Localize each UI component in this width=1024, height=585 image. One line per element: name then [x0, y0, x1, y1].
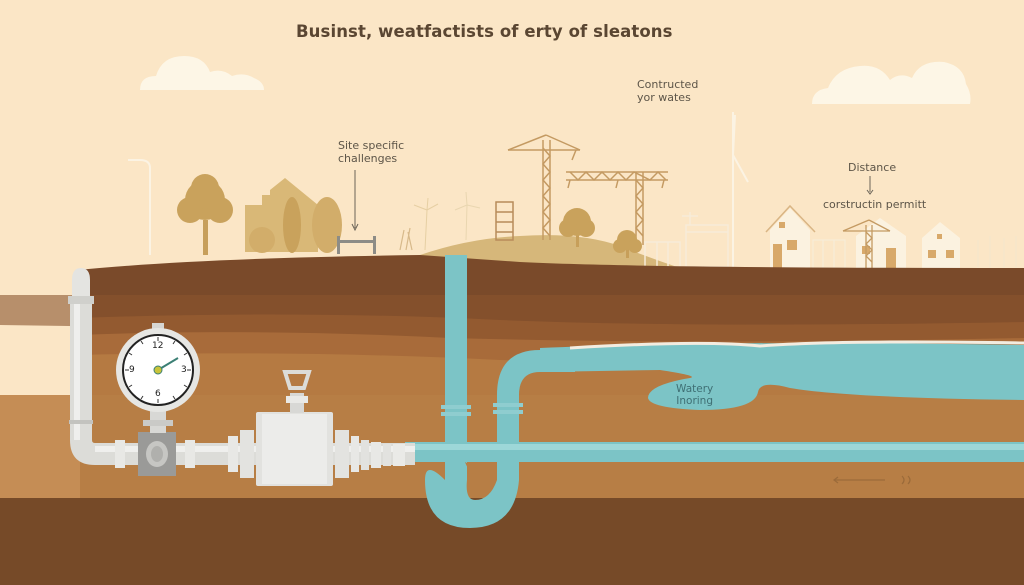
water-label-line1: Watery: [676, 383, 714, 395]
constructed-label-line2: yor wates: [637, 91, 691, 104]
construction-permit-label: corstructin permitt: [823, 198, 927, 211]
cloud-icon: [812, 61, 971, 104]
crane-icon: [842, 219, 891, 268]
site-label-line1: Site specific: [338, 139, 405, 152]
tree-icon: [559, 208, 595, 247]
crane-icon: [507, 134, 581, 240]
street-lamp-icon: [128, 159, 151, 255]
constructed-label: Contructed yor wates: [637, 78, 698, 104]
tree-icon: [177, 174, 233, 255]
underground-water-body: [540, 343, 1024, 410]
crane-icon: [566, 170, 668, 245]
diagram-title: Businst, weatfactists of erty of sleaton…: [296, 22, 673, 41]
water-label-line2: Inoring: [676, 395, 713, 407]
cloud-icon: [140, 56, 264, 90]
valve-handle-icon: [282, 370, 312, 390]
site-label-line2: challenges: [338, 152, 398, 165]
tree-icon: [613, 230, 642, 258]
gauge-mark-9: 9: [129, 365, 135, 375]
water-label: Watery Inoring: [676, 383, 713, 407]
background-scenery: [128, 112, 1017, 269]
house-icon: [765, 204, 816, 268]
site-challenges-label: Site specific challenges: [338, 139, 404, 165]
gauge-mark-6: 6: [155, 389, 161, 399]
metal-pipe-assembly: [68, 268, 415, 486]
arrow-head-icon: [866, 189, 874, 195]
flow-arrow-icon: [833, 475, 911, 485]
distance-label: Distance: [848, 161, 897, 174]
pressure-gauge-icon: [116, 323, 200, 412]
gauge-mark-3: 3: [181, 365, 187, 375]
wind-turbine-icon: [732, 112, 749, 267]
arrow-head-icon: [351, 223, 359, 232]
gauge-mark-12: 12: [152, 341, 164, 351]
house-icon: [922, 222, 960, 268]
constructed-label-line1: Contructed: [637, 78, 699, 91]
